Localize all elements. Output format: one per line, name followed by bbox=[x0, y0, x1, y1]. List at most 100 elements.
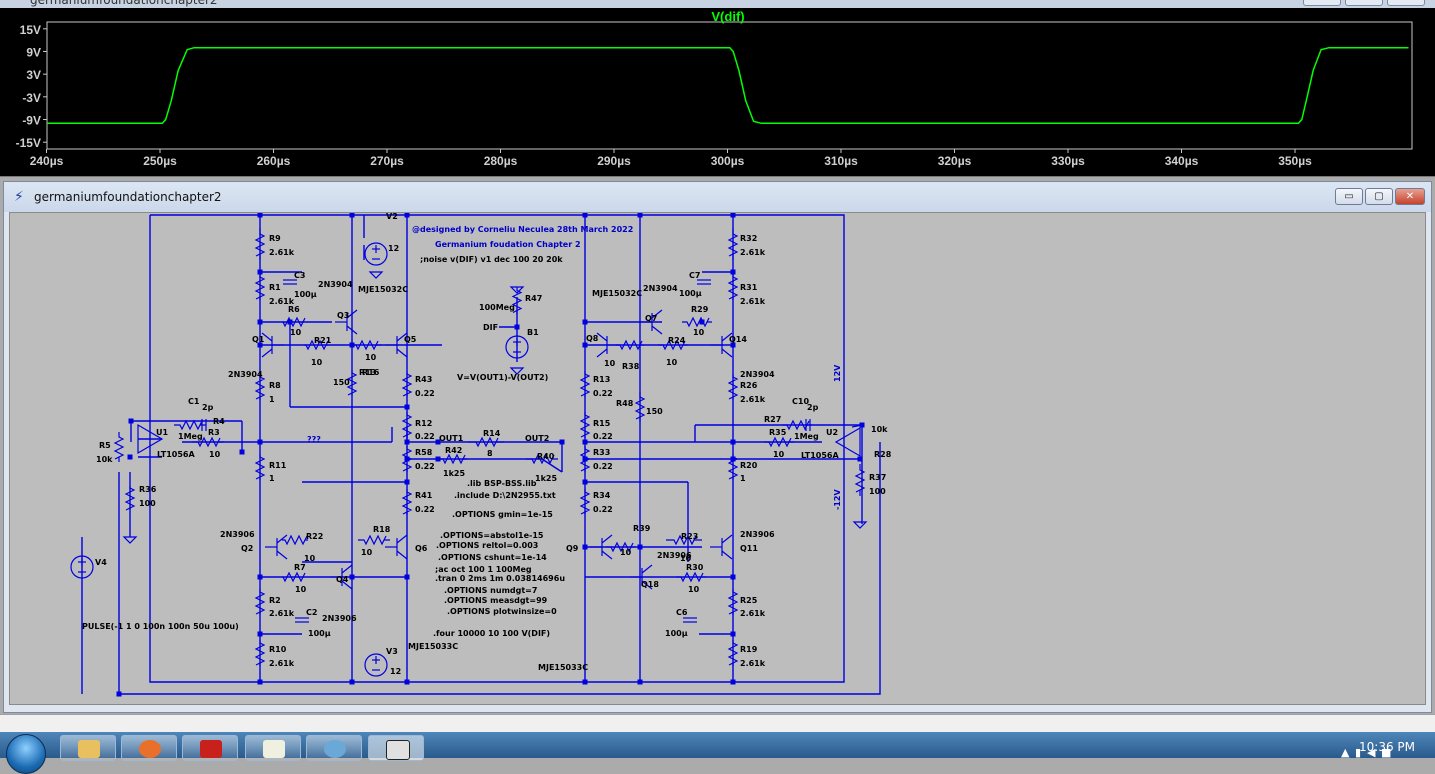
schematic-label[interactable]: R29 bbox=[691, 305, 709, 314]
resistor[interactable] bbox=[401, 412, 413, 438]
transistor[interactable] bbox=[640, 309, 663, 335]
resistor[interactable] bbox=[764, 436, 794, 448]
schematic-label[interactable]: Q7 bbox=[645, 314, 657, 323]
taskbar-ltspice-button[interactable] bbox=[368, 735, 424, 761]
schematic-label[interactable]: R36 bbox=[139, 485, 157, 494]
transistor[interactable] bbox=[385, 332, 408, 358]
schematic-label[interactable]: 2N3906 bbox=[740, 530, 775, 539]
resistor[interactable] bbox=[254, 374, 266, 400]
transistor[interactable] bbox=[630, 564, 653, 590]
schematic-label[interactable]: 100 bbox=[139, 499, 156, 508]
schematic-label[interactable]: 10 bbox=[693, 328, 705, 337]
schematic-label[interactable]: 0.22 bbox=[593, 462, 613, 471]
start-button[interactable] bbox=[6, 734, 46, 774]
schematic-label[interactable]: C10 bbox=[792, 397, 809, 406]
resistor[interactable] bbox=[254, 640, 266, 666]
schematic-label[interactable]: V4 bbox=[95, 558, 107, 567]
schematic-label[interactable]: .include D:\2N2955.txt bbox=[454, 491, 556, 500]
schematic-label[interactable]: R13 bbox=[593, 375, 610, 384]
schematic-label[interactable]: R26 bbox=[740, 381, 758, 390]
schematic-label[interactable]: 1 bbox=[269, 395, 275, 404]
waveform-close-button[interactable] bbox=[1387, 0, 1425, 6]
schematic-label[interactable]: .tran 0 2ms 1m 0.03814696u bbox=[435, 574, 565, 583]
schematic-label[interactable]: R30 bbox=[686, 563, 704, 572]
resistor[interactable] bbox=[676, 571, 706, 583]
schematic-label[interactable]: LT1056A bbox=[801, 451, 839, 460]
schematic-label[interactable]: MJE15032C bbox=[358, 285, 408, 294]
rail-voltage-label[interactable]: -12V bbox=[833, 489, 842, 510]
schematic-label[interactable]: R3 bbox=[208, 428, 220, 437]
schematic-label[interactable]: R1 bbox=[269, 283, 281, 292]
schematic-label[interactable]: 2.61k bbox=[269, 248, 295, 257]
resistor[interactable] bbox=[854, 464, 866, 496]
signal-icon[interactable]: ▮ bbox=[1355, 746, 1362, 759]
schematic-restore-button[interactable]: ▢ bbox=[1365, 188, 1393, 205]
schematic-label[interactable]: Q1 bbox=[252, 335, 265, 344]
schematic-label[interactable]: 2p bbox=[807, 403, 819, 412]
volume-icon[interactable]: ◀ bbox=[1367, 746, 1376, 759]
schematic-label[interactable]: R34 bbox=[593, 491, 611, 500]
schematic-label[interactable]: C6 bbox=[676, 608, 688, 617]
schematic-label[interactable]: .OPTIONS numdgt=7 bbox=[444, 586, 537, 595]
schematic-label[interactable]: R31 bbox=[740, 283, 758, 292]
schematic-label[interactable]: 1k25 bbox=[443, 469, 465, 478]
schematic-label[interactable]: Q3 bbox=[337, 311, 349, 320]
resistor[interactable] bbox=[606, 541, 636, 553]
resistor[interactable] bbox=[634, 392, 646, 422]
resistor[interactable] bbox=[124, 486, 136, 511]
voltage-source[interactable] bbox=[364, 242, 388, 266]
schematic-label[interactable]: 0.22 bbox=[415, 505, 435, 514]
schematic-label[interactable]: R10 bbox=[269, 645, 287, 654]
voltage-source[interactable] bbox=[505, 335, 529, 359]
resistor[interactable] bbox=[304, 339, 329, 351]
rail-voltage-label[interactable]: 12V bbox=[833, 364, 842, 382]
schematic-label[interactable]: R33 bbox=[593, 448, 610, 457]
schematic-label[interactable]: 12 bbox=[390, 667, 401, 676]
schematic-label[interactable]: OUT2 bbox=[525, 434, 549, 443]
schematic-label[interactable]: 10 bbox=[304, 554, 316, 563]
schematic-label[interactable]: 10 bbox=[620, 548, 632, 557]
schematic-label[interactable]: R9 bbox=[269, 234, 281, 243]
schematic-label[interactable]: 2N3906 bbox=[322, 614, 357, 623]
schematic-label[interactable]: Q6 bbox=[415, 544, 428, 553]
schematic-label[interactable]: 2N3906 bbox=[657, 551, 692, 560]
schematic-label[interactable]: 2.61k bbox=[740, 248, 766, 257]
schematic-label[interactable]: Q18 bbox=[641, 580, 659, 589]
schematic-label[interactable]: ;noise v(DIF) v1 dec 100 20 20k bbox=[420, 255, 563, 264]
schematic-label[interactable]: 8 bbox=[487, 449, 493, 458]
transistor[interactable] bbox=[261, 332, 284, 358]
schematic-label[interactable]: 10k bbox=[96, 455, 113, 464]
schematic-label[interactable]: MJE15032C bbox=[592, 289, 642, 298]
schematic-label[interactable]: 2.61k bbox=[740, 659, 766, 668]
schematic-label[interactable]: R19 bbox=[740, 645, 758, 654]
resistor[interactable] bbox=[346, 370, 358, 396]
schematic-label[interactable]: .OPTIONS measdgt=99 bbox=[444, 596, 548, 605]
schematic-label[interactable]: 10 bbox=[688, 585, 700, 594]
schematic-label[interactable]: 10 bbox=[666, 358, 678, 367]
resistor[interactable] bbox=[526, 453, 558, 465]
voltage-source[interactable] bbox=[364, 653, 388, 677]
schematic-label[interactable]: R6 bbox=[288, 305, 300, 314]
resistor[interactable] bbox=[727, 589, 739, 615]
resistor[interactable] bbox=[254, 228, 266, 260]
schematic-label[interactable]: R12 bbox=[415, 419, 432, 428]
schematic-label[interactable]: R20 bbox=[740, 461, 758, 470]
schematic-label[interactable]: DIF bbox=[483, 323, 498, 332]
resistor[interactable] bbox=[579, 489, 591, 515]
resistor[interactable] bbox=[401, 489, 413, 515]
schematic-label[interactable]: Q5 bbox=[404, 335, 417, 344]
schematic-label[interactable]: 2N3904 bbox=[318, 280, 353, 289]
schematic-label[interactable]: U1 bbox=[156, 428, 168, 437]
schematic-label[interactable]: 10 bbox=[295, 585, 307, 594]
schematic-label[interactable]: 100 bbox=[869, 487, 886, 496]
resistor[interactable] bbox=[616, 339, 644, 351]
schematic-label[interactable]: 10 bbox=[604, 359, 616, 368]
schematic-label[interactable]: Q11 bbox=[740, 544, 758, 553]
schematic-label[interactable]: R15 bbox=[593, 419, 611, 428]
voltage-source[interactable] bbox=[70, 555, 94, 579]
schematic-label[interactable]: 100µ bbox=[294, 290, 317, 299]
schematic-label[interactable]: 2N3904 bbox=[228, 370, 263, 379]
schematic-label[interactable]: U2 bbox=[826, 428, 838, 437]
